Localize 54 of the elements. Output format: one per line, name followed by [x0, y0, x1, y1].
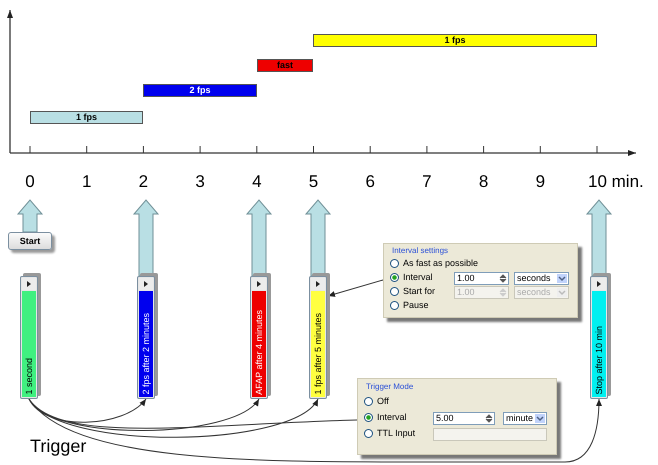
panel-title: Trigger Mode [366, 382, 414, 391]
block-arrow [586, 199, 612, 276]
block-arrow [304, 199, 332, 276]
option-label: Interval [377, 412, 407, 422]
input-field: 5.00 [433, 412, 495, 425]
start-button: Start [8, 232, 52, 250]
block-arrow [132, 199, 160, 276]
tick-label: 3 [194, 172, 206, 192]
trigger-strip [250, 276, 268, 399]
timeline-bar: 1 fps [313, 34, 597, 47]
tick-label: 8 [478, 172, 490, 192]
settings-panel [357, 378, 557, 455]
dropdown: minute [503, 412, 547, 425]
input-field: 1.00 [454, 286, 509, 299]
timeline-bar: fast [257, 59, 313, 72]
option-label: TTL Input [377, 428, 416, 438]
tick-label: 7 [421, 172, 433, 192]
connector-arrow [28, 398, 260, 431]
tick-label: 2 [138, 172, 150, 192]
input-field: 1.00 [454, 272, 509, 285]
connector-arrow [28, 398, 318, 438]
timeline-bar: 1 fps [30, 111, 143, 124]
settings-panel [383, 243, 578, 318]
strip-label: 1 second [23, 358, 35, 395]
caption-label: Trigger [30, 436, 86, 457]
tick-label: 6 [364, 172, 376, 192]
trigger-strip [590, 276, 608, 399]
block-arrow [16, 199, 44, 232]
trigger-strip [309, 276, 327, 399]
option-label: Start for [403, 286, 436, 296]
trigger-strip [20, 276, 38, 399]
strip-label: Stop after 10 min [593, 326, 605, 395]
block-arrow [246, 199, 272, 276]
tick-label: 4 [251, 172, 263, 192]
connector-arrow [328, 280, 384, 297]
tick-label: 9 [534, 172, 546, 192]
tick-label: 1 [80, 172, 92, 192]
strip-label: 2 fps after 2 minutes [140, 313, 152, 395]
dropdown: seconds [514, 286, 569, 299]
panel-title: Interval settings [392, 246, 448, 255]
timeline-bar: 2 fps [143, 84, 257, 97]
option-label: Interval [403, 272, 433, 282]
trigger-strip [137, 276, 155, 399]
option-label: As fast as possible [403, 258, 478, 268]
strip-label: AFAP after 4 minutes [253, 310, 265, 395]
dropdown: seconds [514, 272, 569, 285]
tick-label: 0 [24, 172, 36, 192]
option-label: Pause [403, 300, 429, 310]
tick-label: 10 min. [588, 172, 644, 192]
strip-label: 1 fps after 5 minutes [312, 313, 324, 395]
connector-arrow [28, 398, 146, 423]
option-label: Off [377, 396, 389, 406]
tick-label: 5 [308, 172, 320, 192]
connector-arrow [28, 398, 602, 462]
